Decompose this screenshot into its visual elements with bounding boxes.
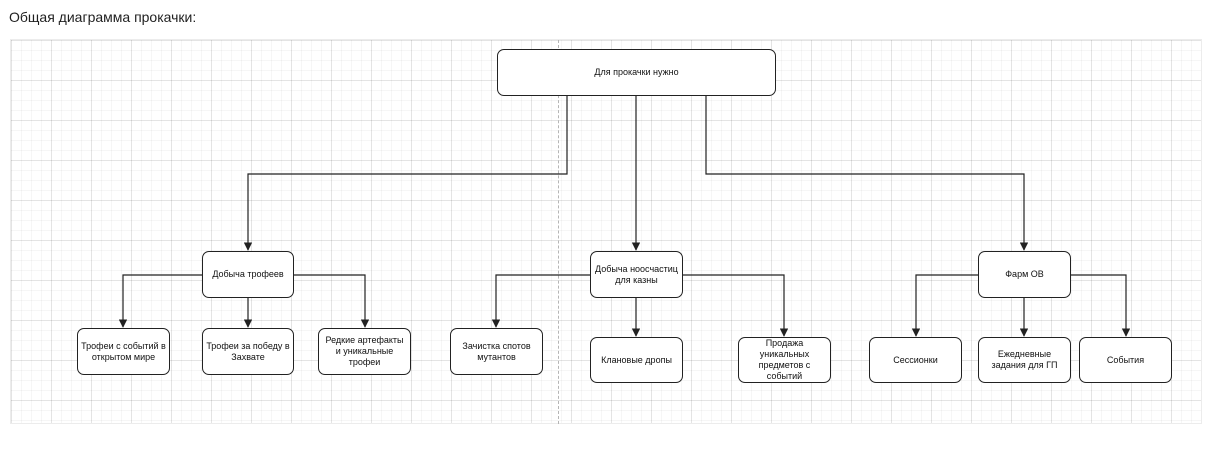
node-farm-ov[interactable]: Фарм ОВ (978, 251, 1071, 298)
node-event-trophies-label: Трофеи с событий в открытом мире (81, 340, 166, 362)
page-title: Общая диаграмма прокачки: (9, 9, 197, 25)
node-root-label: Для прокачки нужно (594, 67, 679, 77)
node-daily-tasks-label: Ежедневные задания для ГП (991, 349, 1058, 370)
node-noosparticles[interactable]: Добыча ноосчастиц для казны (590, 251, 683, 298)
node-unique-items-sale-label: Продажа уникальных предметов с событий (758, 338, 811, 381)
node-clan-drops-label: Клановые дропы (601, 354, 672, 365)
node-noosparticles-label: Добыча ноосчастиц для казны (595, 263, 678, 285)
node-trophies-label: Добыча трофеев (212, 269, 284, 279)
page-break-line (558, 40, 559, 424)
node-trophies[interactable]: Добыча трофеев (202, 251, 294, 298)
node-mutant-spots[interactable]: Зачистка спотов мутантов (450, 328, 543, 375)
node-farm-ov-label: Фарм ОВ (1005, 269, 1044, 279)
node-events[interactable]: События (1079, 337, 1172, 383)
node-capture-trophies-label: Трофеи за победу в Захвате (206, 340, 290, 362)
node-unique-items-sale[interactable]: Продажа уникальных предметов с событий (738, 337, 831, 383)
node-event-trophies[interactable]: Трофеи с событий в открытом мире (77, 328, 170, 375)
node-clan-drops[interactable]: Клановые дропы (590, 337, 683, 383)
node-root[interactable]: Для прокачки нужно (497, 49, 776, 96)
node-events-label: События (1106, 354, 1145, 365)
node-rare-artifacts[interactable]: Редкие артефакты и уникальные трофеи (318, 328, 411, 375)
node-rare-artifacts-label: Редкие артефакты и уникальные трофеи (325, 335, 404, 367)
node-mutant-spots-label: Зачистка спотов мутантов (462, 340, 531, 362)
node-sessions-label: Сессионки (893, 354, 938, 365)
node-capture-trophies[interactable]: Трофеи за победу в Захвате (202, 328, 294, 375)
node-daily-tasks[interactable]: Ежедневные задания для ГП (978, 337, 1071, 383)
node-sessions[interactable]: Сессионки (869, 337, 962, 383)
